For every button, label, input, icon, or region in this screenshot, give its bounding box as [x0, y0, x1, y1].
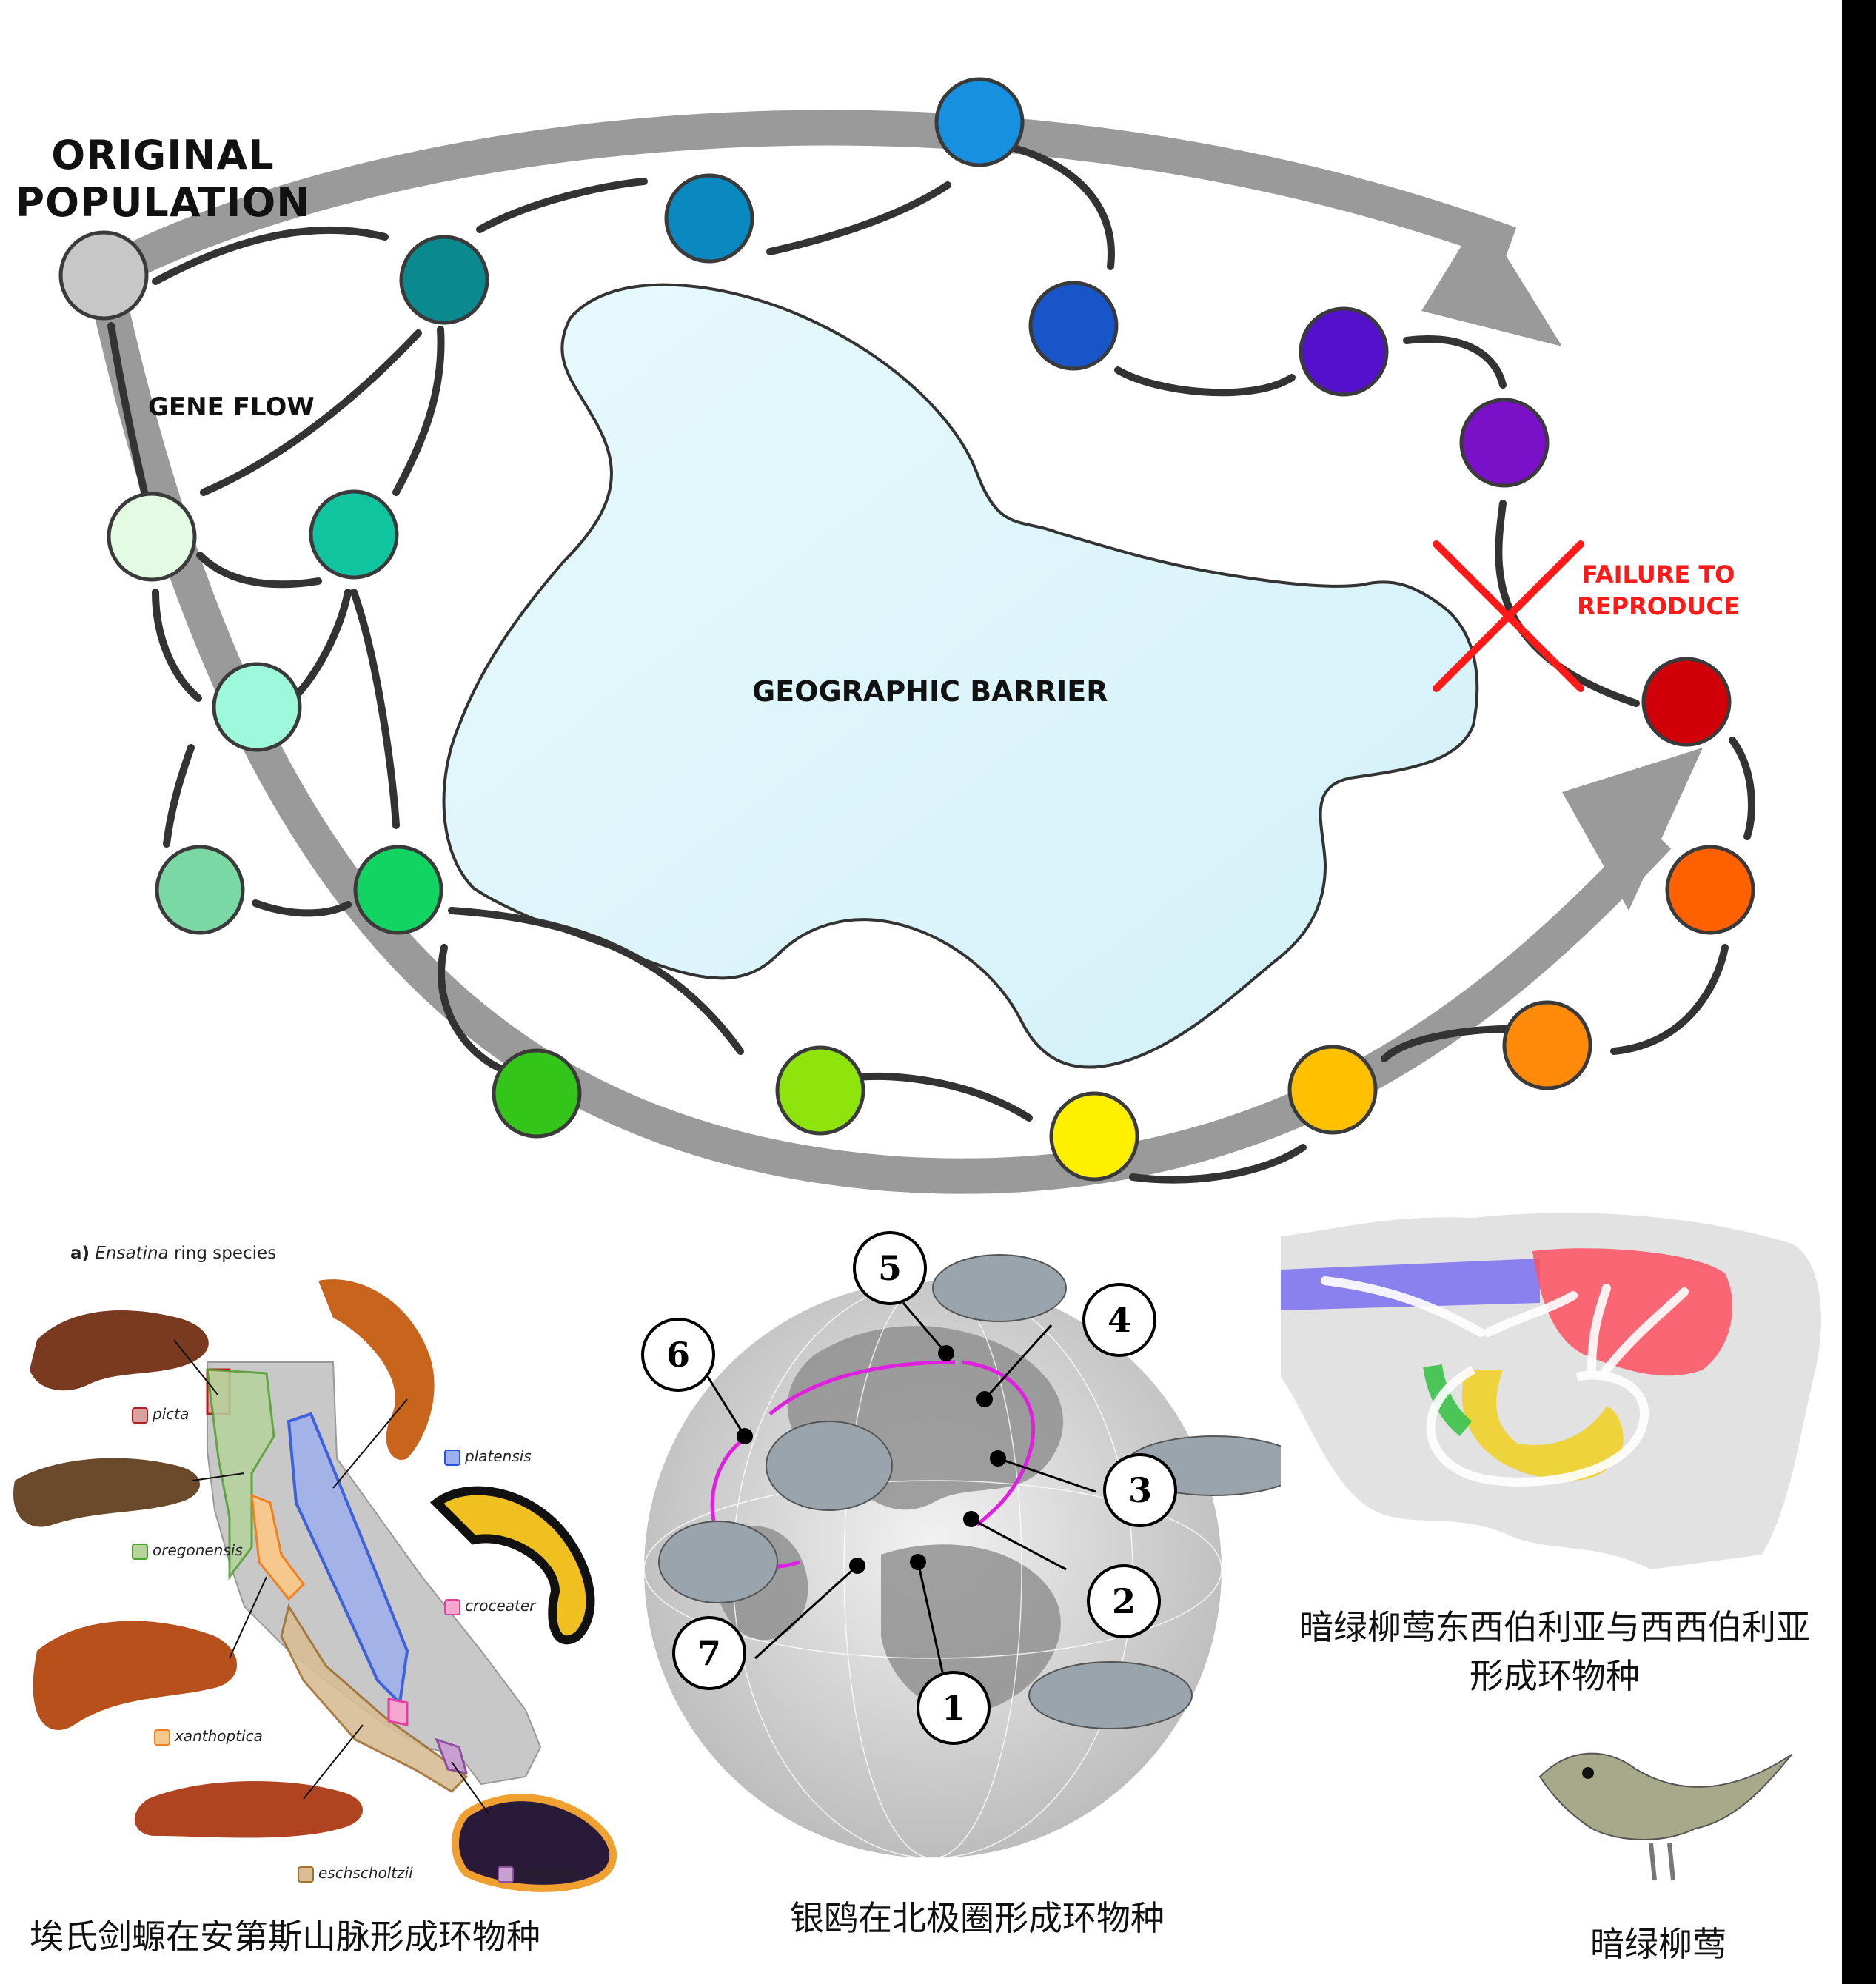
croceater-range	[387, 1698, 409, 1726]
original-population-label: ORIGINAL POPULATION	[15, 132, 311, 226]
gull-silhouettes	[658, 1254, 1304, 1729]
ensatina-caption: 埃氏剑螈在安第斯山脉形成环物种	[30, 1917, 540, 1957]
warbler-map-illustration	[1281, 1184, 1829, 1577]
ring-species-diagram	[58, 77, 1755, 1194]
warbler-ring-outline	[1426, 1365, 1649, 1487]
species-label-xanthoptica: xanthoptica	[154, 1727, 263, 1746]
population-circle-7	[492, 1048, 582, 1139]
population-circle-8	[775, 1045, 865, 1136]
gull-globe-illustration	[643, 1254, 1304, 1859]
species-label-eschscholtzii: eschscholtzii	[298, 1864, 413, 1883]
gull-pointer-lines	[702, 1302, 1096, 1696]
population-circle-19	[399, 235, 489, 325]
geographic-barrier-shape	[442, 283, 1479, 1069]
population-circle-10	[1287, 1045, 1378, 1135]
upper-arrow-head	[1421, 215, 1562, 346]
gull-marker-7: 7	[672, 1616, 746, 1690]
failure-x-icon	[1433, 540, 1584, 692]
warbler-caption: 暗绿柳莺	[1590, 1924, 1726, 1964]
population-circle-1	[58, 230, 149, 321]
right-black-strip	[1842, 0, 1876, 1984]
population-circle-6	[353, 845, 443, 935]
gull-marker-4: 4	[1082, 1283, 1156, 1357]
gull-marker-6: 6	[641, 1318, 715, 1392]
warbler-map-caption: 暗绿柳莺东西伯利亚与西西伯利亚 形成环物种	[1299, 1607, 1810, 1696]
population-circle-15	[1299, 306, 1389, 397]
population-circle-2	[107, 492, 197, 582]
gene-flow-label: GENE FLOW	[148, 392, 315, 422]
xanthoptica-range	[250, 1493, 305, 1601]
population-circle-4	[212, 662, 302, 752]
population-circle-5	[155, 845, 245, 935]
population-circles	[58, 77, 1755, 1182]
salamander-illustrations	[13, 1279, 617, 1892]
gull-marker-5: 5	[853, 1231, 927, 1305]
eschscholtzii-range	[280, 1603, 469, 1793]
upper-gray-arrow	[95, 110, 1517, 292]
ensatina-panel-title: a) Ensatina ring species	[70, 1244, 277, 1263]
geographic-barrier-label: GEOGRAPHIC BARRIER	[752, 675, 1108, 708]
east-siberia-range	[1532, 1248, 1732, 1376]
migration-arrows	[1321, 1276, 1689, 1374]
population-circle-3	[309, 489, 399, 580]
ensatina-map-illustration	[13, 1279, 617, 1892]
population-circle-18	[664, 173, 754, 264]
species-label-klauberi: klauberi	[498, 1864, 578, 1883]
population-circle-9	[1049, 1091, 1139, 1182]
failure-to-reproduce-label: FAILURE TO REPRODUCE	[1577, 560, 1740, 620]
gull-marker-1: 1	[917, 1671, 991, 1745]
klauberi-range	[435, 1737, 469, 1774]
gull-marker-2: 2	[1087, 1564, 1161, 1638]
population-circle-12	[1665, 845, 1755, 935]
population-circle-11	[1502, 1000, 1592, 1090]
population-circle-14	[1459, 398, 1550, 488]
land-masses	[714, 1326, 1064, 1713]
pointer-lines	[173, 1339, 489, 1814]
species-label-oregonensis: oregonensis	[132, 1541, 243, 1560]
gull-caption: 银鸥在北极圈形成环物种	[790, 1898, 1165, 1938]
greenish-warbler-illustration	[1538, 1752, 1792, 1881]
population-circle-17	[934, 77, 1025, 167]
lower-arrow-head	[1562, 748, 1703, 911]
gene-flow-links	[107, 144, 1755, 1184]
population-circle-13	[1641, 657, 1732, 747]
species-label-picta: picta	[132, 1405, 189, 1424]
species-label-platensis: platensis	[444, 1447, 532, 1466]
gull-marker-3: 3	[1103, 1453, 1177, 1527]
southern-ring-range	[1461, 1370, 1624, 1481]
west-siberia-range	[1281, 1259, 1540, 1310]
species-label-croceater: croceater	[444, 1597, 535, 1615]
population-circle-16	[1028, 281, 1119, 371]
